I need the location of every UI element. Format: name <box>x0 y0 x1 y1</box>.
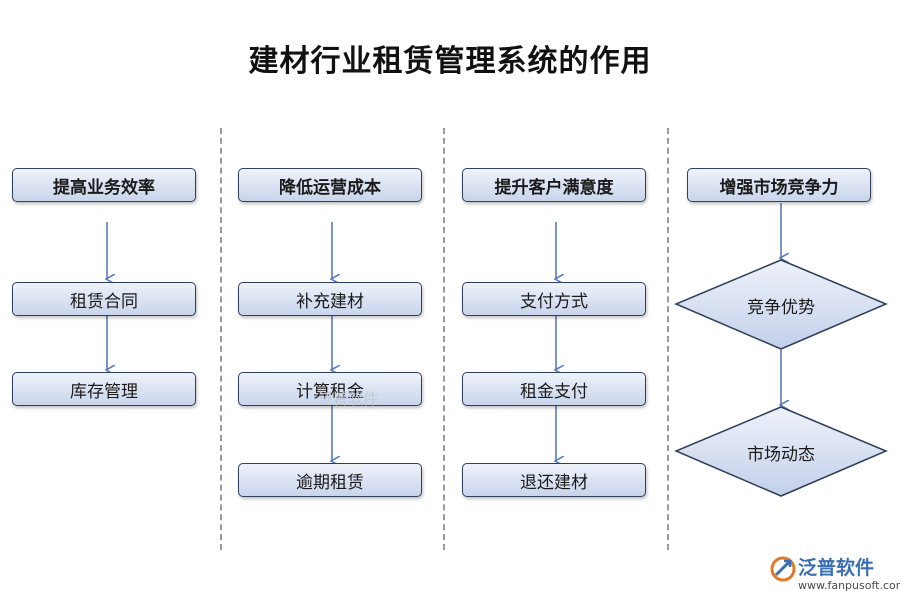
diamond-market-dynamics <box>674 406 888 497</box>
header-market-competitiveness: 增强市场竞争力 <box>687 168 871 202</box>
item-calculate-rent: 计算租金 <box>238 372 422 406</box>
watermark: 泛普软件 <box>318 390 379 408</box>
column-divider <box>220 128 222 550</box>
item-label: 退还建材 <box>520 472 588 493</box>
diamond-label-market-dynamics: 市场动态 <box>747 445 815 465</box>
item-label: 计算租金 <box>296 381 364 402</box>
header-improve-efficiency: 提高业务效率 <box>12 168 196 202</box>
item-label: 逾期租赁 <box>296 472 364 493</box>
logo-name: 泛普软件 <box>798 557 875 579</box>
header-customer-satisfaction: 提升客户满意度 <box>462 168 646 202</box>
item-rent-payment: 租金支付 <box>462 372 646 406</box>
item-replenish-materials: 补充建材 <box>238 282 422 316</box>
item-label: 库存管理 <box>70 381 138 402</box>
item-label: 租赁合同 <box>70 291 138 312</box>
item-label: 补充建材 <box>296 291 364 312</box>
column-divider <box>443 128 445 550</box>
header-label: 降低运营成本 <box>279 177 381 198</box>
logo-icon <box>770 556 796 582</box>
column-divider <box>667 128 669 550</box>
header-label: 提升客户满意度 <box>494 177 614 198</box>
header-reduce-cost: 降低运营成本 <box>238 168 422 202</box>
header-label: 提高业务效率 <box>53 177 155 198</box>
item-label: 租金支付 <box>520 381 588 402</box>
item-rental-contract: 租赁合同 <box>12 282 196 316</box>
brand-logo: 泛普软件 www.fanpusoft.com <box>770 553 900 597</box>
item-label: 支付方式 <box>520 291 588 312</box>
diamond-label-competitive-advantage: 竞争优势 <box>747 298 815 318</box>
diamond-competitive-advantage <box>674 259 888 350</box>
item-inventory-management: 库存管理 <box>12 372 196 406</box>
item-return-materials: 退还建材 <box>462 463 646 497</box>
page-title: 建材行业租赁管理系统的作用 <box>248 44 652 79</box>
item-payment-method: 支付方式 <box>462 282 646 316</box>
item-overdue-rental: 逾期租赁 <box>238 463 422 497</box>
logo-url: www.fanpusoft.com <box>798 579 900 592</box>
header-label: 增强市场竞争力 <box>719 177 839 198</box>
